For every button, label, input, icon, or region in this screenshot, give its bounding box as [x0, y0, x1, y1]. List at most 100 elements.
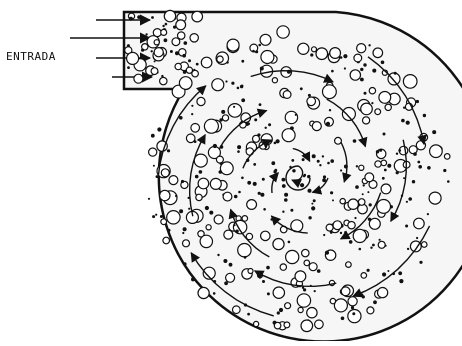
dust-particle	[270, 218, 272, 220]
bubble-particle	[283, 91, 291, 99]
dust-particle	[323, 175, 326, 178]
dust-particle	[221, 110, 225, 114]
bubble-particle	[192, 11, 203, 22]
dust-particle	[276, 139, 280, 143]
dust-particle	[167, 149, 170, 152]
dust-particle	[343, 54, 347, 58]
dust-particle	[260, 193, 264, 197]
dust-particle	[213, 292, 216, 295]
dust-particle	[344, 231, 346, 233]
bubble-particle	[381, 184, 391, 194]
bubble-particle	[206, 225, 211, 230]
bubble-particle	[222, 115, 228, 121]
dust-particle	[241, 85, 244, 88]
dust-particle	[253, 163, 256, 166]
bubble-particle	[373, 48, 383, 58]
dust-particle	[127, 66, 130, 69]
bubble-particle	[302, 249, 309, 256]
dust-particle	[183, 227, 187, 231]
dust-particle	[182, 232, 184, 234]
dust-particle	[403, 107, 405, 109]
bubble-particle	[214, 215, 223, 224]
bubble-particle	[361, 103, 373, 115]
bubble-particle	[204, 119, 218, 133]
dust-particle	[387, 270, 389, 272]
bubble-particle	[298, 307, 303, 312]
dust-particle	[308, 189, 312, 193]
dust-particle	[199, 170, 203, 174]
bubble-particle	[369, 88, 375, 94]
dust-particle	[376, 150, 379, 153]
bubble-particle	[254, 321, 259, 326]
bubble-particle	[444, 154, 450, 160]
dust-particle	[403, 177, 405, 179]
dust-particle	[268, 123, 271, 126]
dust-particle	[362, 193, 364, 195]
dust-particle	[364, 92, 367, 95]
dust-particle	[182, 54, 186, 58]
dust-particle	[194, 140, 197, 143]
dust-particle	[160, 215, 163, 218]
dust-particle	[191, 105, 193, 107]
dust-particle	[363, 184, 365, 186]
bubble-particle	[161, 169, 169, 177]
bubble-particle	[285, 303, 291, 309]
bubble-particle	[216, 156, 223, 163]
dust-particle	[381, 61, 385, 65]
bubble-particle	[377, 200, 391, 214]
dust-particle	[259, 103, 262, 106]
dust-particle	[282, 211, 284, 213]
dust-particle	[322, 155, 324, 157]
dust-particle	[314, 290, 316, 292]
dust-particle	[195, 175, 199, 179]
bubble-particle	[248, 269, 253, 274]
dust-particle	[152, 215, 155, 218]
dust-particle	[273, 170, 276, 173]
dust-particle	[267, 292, 270, 295]
dust-particle	[394, 72, 397, 75]
dust-particle	[241, 98, 245, 102]
bubble-particle	[315, 320, 324, 329]
dust-particle	[300, 87, 303, 90]
bubble-particle	[348, 297, 357, 306]
dust-particle	[284, 193, 288, 197]
dust-particle	[311, 206, 315, 210]
bubble-particle	[167, 211, 180, 224]
dust-particle	[295, 114, 297, 116]
bubble-particle	[274, 322, 281, 329]
bubble-particle	[163, 237, 170, 244]
bubble-particle	[201, 57, 212, 68]
dust-particle	[360, 68, 363, 71]
dust-particle	[175, 51, 179, 55]
dust-particle	[319, 164, 321, 166]
bubble-particle	[198, 287, 209, 298]
dust-particle	[382, 272, 386, 276]
dust-particle	[423, 114, 426, 117]
dust-particle	[238, 191, 241, 194]
dust-particle	[175, 195, 177, 197]
dust-particle	[260, 67, 264, 71]
dust-particle	[353, 139, 357, 143]
bubble-particle	[285, 111, 297, 123]
dust-particle	[417, 161, 420, 164]
dust-particle	[369, 203, 372, 206]
bubble-particle	[261, 134, 272, 145]
dust-particle	[226, 61, 228, 63]
dust-particle	[413, 152, 417, 156]
dust-particle	[277, 311, 280, 314]
dust-particle	[141, 49, 144, 52]
dust-particle	[341, 317, 345, 321]
bubble-particle	[330, 48, 341, 59]
bubble-particle	[227, 39, 239, 51]
dust-particle	[308, 216, 311, 219]
dust-particle	[151, 134, 155, 138]
dust-particle	[371, 102, 373, 104]
dust-particle	[412, 180, 415, 183]
dust-particle	[282, 184, 286, 188]
dust-particle	[312, 154, 316, 158]
dust-particle	[385, 245, 387, 247]
dust-particle	[401, 119, 405, 123]
bubble-particle	[361, 273, 367, 279]
bubble-particle	[385, 104, 391, 110]
dust-particle	[382, 177, 385, 180]
